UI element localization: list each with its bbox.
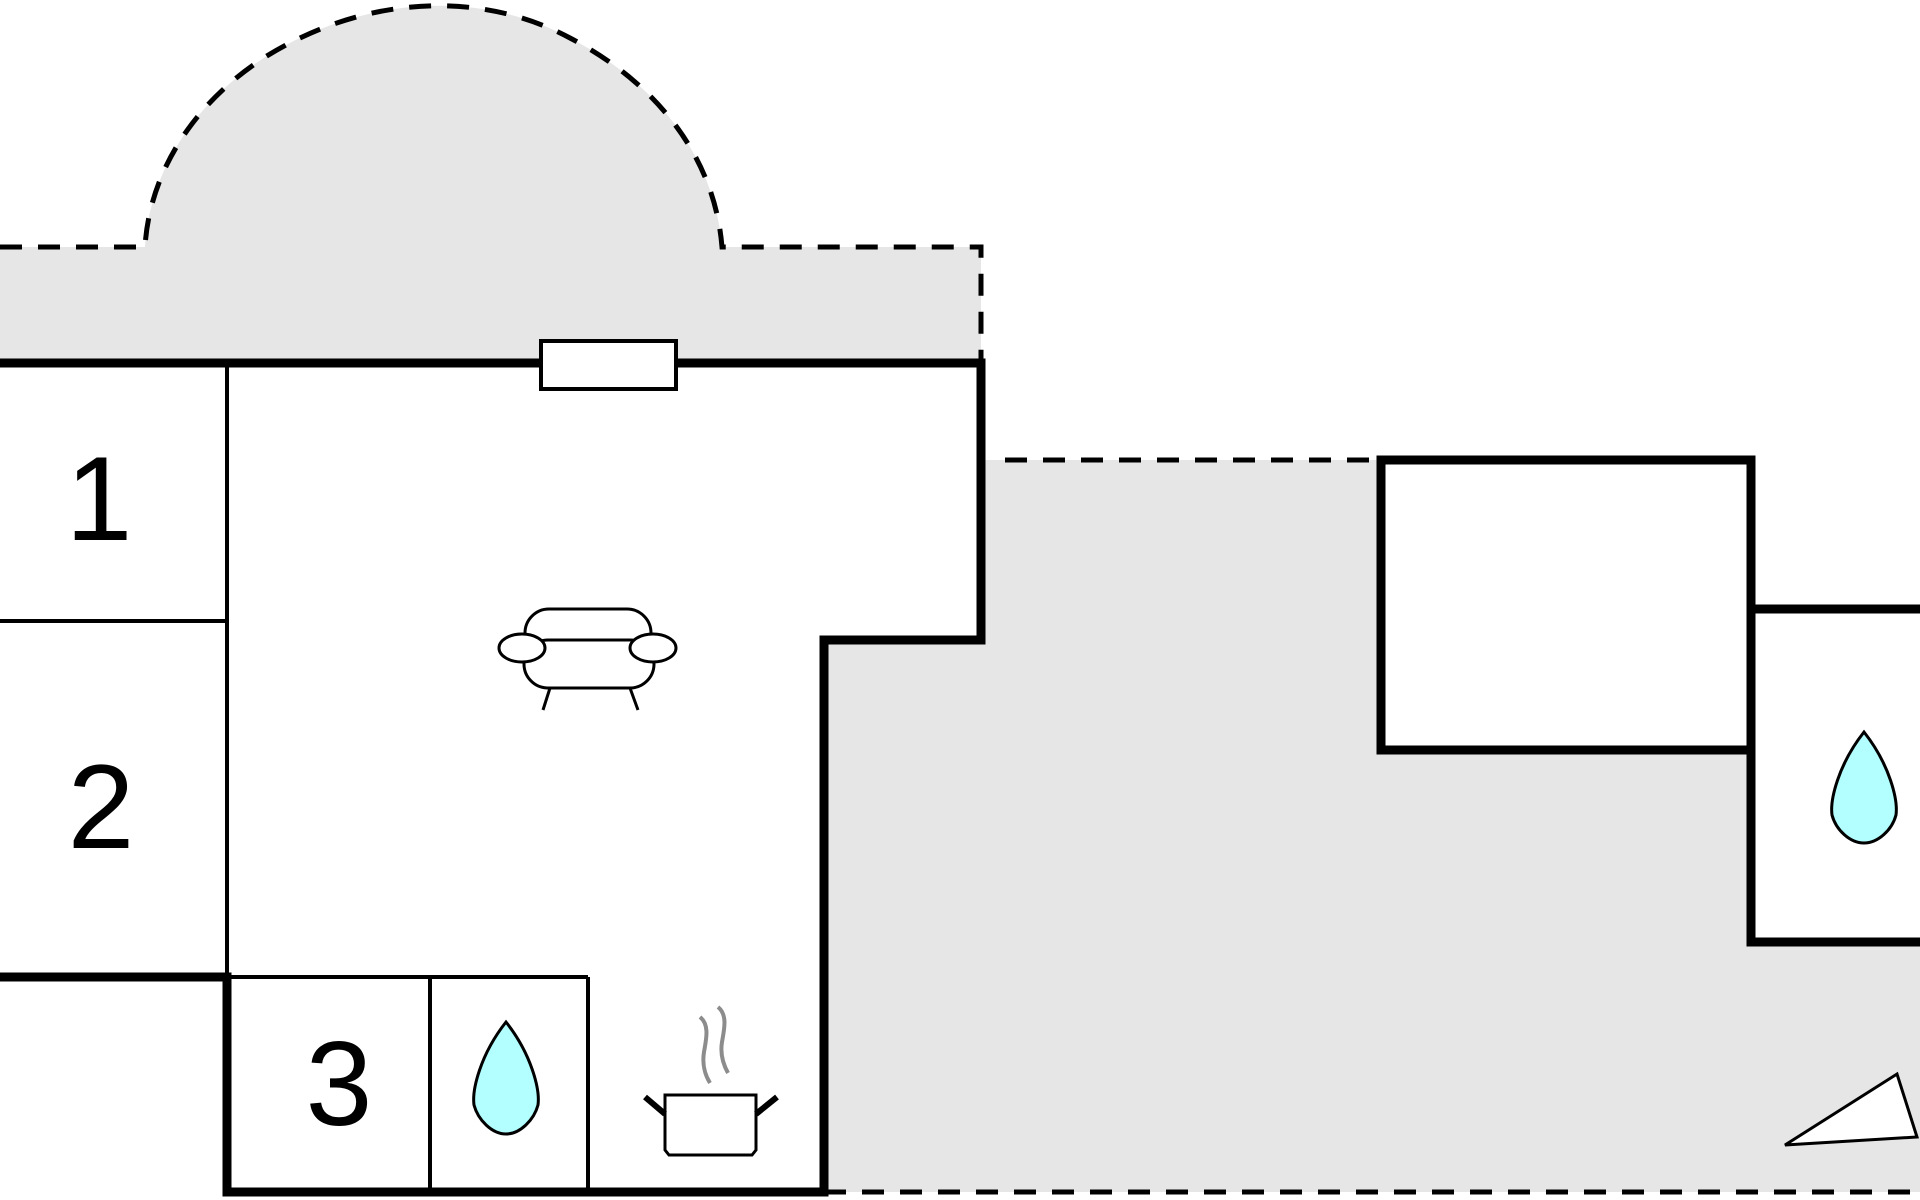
room-labels: 1 2 3: [66, 432, 373, 1151]
room-label-3: 3: [306, 1017, 373, 1151]
front-terrace-dashed-edge: [0, 3, 984, 363]
side-patio: [824, 460, 1920, 1192]
front-terrace: [0, 5, 981, 363]
compass-north-icon: [1784, 1071, 1920, 1147]
main-house: [0, 339, 986, 1197]
annex-room-wall: [1376, 455, 1756, 755]
outdoor-areas: [0, 3, 1920, 1195]
room-label-2: 2: [68, 740, 135, 874]
water-drop-icon: [472, 1019, 540, 1136]
water-drop-icon: [1830, 729, 1898, 845]
terrace-door: [539, 339, 678, 391]
annex-bathroom-wall: [1746, 604, 1920, 947]
annex-building: [1376, 455, 1920, 947]
main-exterior-wall: [0, 358, 986, 1197]
room-label-1: 1: [66, 432, 133, 566]
sofa-icon: [497, 607, 678, 711]
cooking-pot-icon: [643, 1005, 779, 1157]
